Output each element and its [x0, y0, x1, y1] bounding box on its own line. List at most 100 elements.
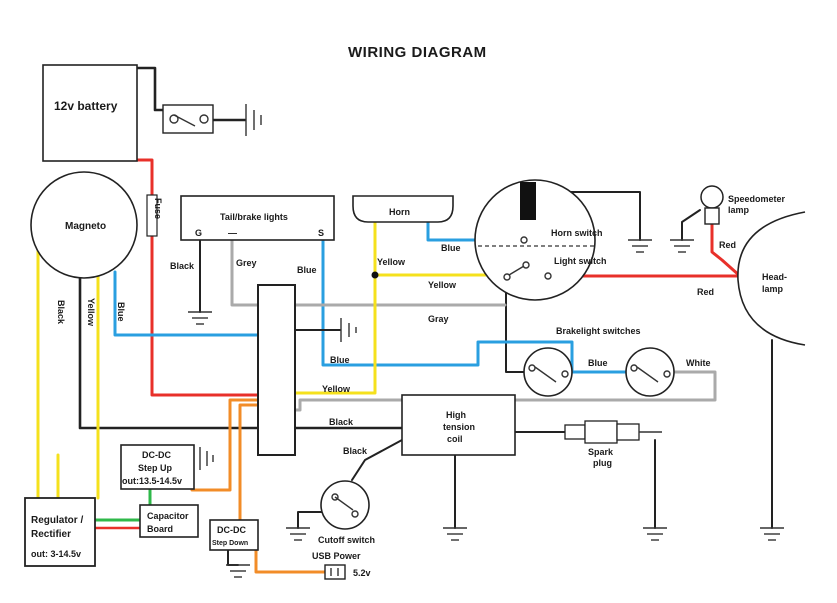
tail-lights-label: Tail/brake lights: [220, 212, 288, 222]
tail-s-terminal: S: [318, 228, 324, 238]
label-red-speedo: Red: [719, 240, 736, 250]
junction-block: [257, 284, 296, 456]
red-wire-battery: [135, 158, 154, 197]
usb-port-icon: [324, 564, 346, 580]
red-wire-speedo: [710, 223, 742, 278]
switch-plunger: [520, 182, 536, 220]
capacitor-label-1: Capacitor: [147, 511, 189, 521]
main-switch-lever: [173, 114, 196, 127]
brakelight-switch-1: [523, 347, 573, 397]
regulator-label-1: Regulator /: [31, 515, 83, 526]
ground-icon-horn-switch: [628, 239, 652, 253]
capacitor-box: [139, 504, 199, 538]
main-switch-contact-b: [199, 114, 209, 124]
red-wire-fuse-to-block: [150, 234, 260, 397]
coil-label-3: coil: [447, 434, 463, 444]
ground-icon-cutoff: [286, 527, 310, 541]
brakelight-switch-2-contact-b: [663, 370, 671, 378]
brakelight-switches-label: Brakelight switches: [556, 326, 641, 336]
speedometer-lamp-label-1: Speedometer: [728, 194, 786, 204]
cutoff-switch-arm: [334, 496, 354, 511]
cutoff-switch-contact-b: [351, 510, 359, 518]
label-blue-horn: Blue: [441, 243, 461, 253]
dcdc-down-ground-wire: [227, 549, 239, 566]
speedo-ground-wire: [681, 209, 701, 241]
black-wire-battery-switch: [135, 66, 172, 112]
spark-plug-label-2: plug: [593, 458, 612, 468]
light-switch-contact-b: [522, 261, 530, 269]
ground-icon-tail: [188, 311, 212, 325]
headlamp-shape: [737, 211, 806, 346]
dcdc-up-box: [120, 444, 195, 490]
ground-icon-speedo: [670, 239, 694, 253]
orange-wire-usb: [254, 548, 327, 574]
brakelight-switch-2: [625, 347, 675, 397]
battery-ground-icon: [245, 104, 262, 136]
magneto-label: Magneto: [65, 221, 106, 232]
orange-wire-dcdc-down: [238, 403, 260, 522]
cutoff-switch-contact-a: [331, 493, 339, 501]
coil-box: [401, 394, 516, 456]
coil-label-1: High: [446, 410, 466, 420]
black-wire-light-loop: [505, 277, 529, 373]
dcdc-down-label-2: Step Down: [212, 540, 248, 547]
horn-switch-label: Horn switch: [551, 228, 603, 238]
label-blue-brake: Blue: [588, 358, 608, 368]
light-switch-contact-c: [544, 272, 552, 280]
label-yellow-low: Yellow: [322, 384, 351, 394]
coil-label-2: tension: [443, 422, 475, 432]
orange-wire-dcdc-up: [190, 398, 260, 492]
label-gray-mid: Gray: [428, 314, 449, 324]
dcdc-down-label-1: DC-DC: [217, 525, 246, 535]
tail-lights-box: [180, 195, 335, 241]
cutoff-switch-label: Cutoff switch: [318, 535, 375, 545]
dcdc-down-box: [209, 519, 259, 551]
speedometer-lamp-base: [704, 207, 720, 225]
label-black-tail: Black: [170, 261, 195, 271]
regulator-label-3: out: 3-14.5v: [31, 549, 81, 559]
headlamp-label-1: Head-: [762, 272, 787, 282]
dcdc-up-label-1: DC-DC: [142, 450, 171, 460]
horn-shape: [352, 195, 454, 223]
spark-plug-icon: [564, 420, 662, 444]
label-black-coil: Black: [329, 417, 354, 427]
battery-label: 12v battery: [54, 99, 118, 113]
ground-icon-headlamp: [760, 527, 784, 541]
label-red-head: Red: [697, 287, 714, 297]
usb-voltage-label: 5.2v: [353, 568, 371, 578]
ground-icon-coil: [443, 527, 467, 541]
capacitor-label-2: Board: [147, 524, 173, 534]
light-switch-contact-a: [503, 273, 511, 281]
brakelight-switch-1-contact-b: [561, 370, 569, 378]
label-black-cutoff: Black: [343, 446, 368, 456]
label-blue-mid: Blue: [330, 355, 350, 365]
speedometer-lamp-bulb: [700, 185, 724, 209]
black-wire-cutoff: [351, 439, 403, 481]
diagram-title: WIRING DIAGRAM: [348, 44, 487, 61]
ground-icon-plug: [643, 527, 667, 541]
gray-wire-tail: [230, 238, 260, 307]
label-mag-blue: Blue: [116, 302, 126, 322]
fuse-label: Fuse: [153, 198, 163, 219]
yellow-wire-horn: [293, 220, 377, 395]
dcdc-up-label-3: out:13.5-14.5v: [122, 476, 182, 486]
battery-box: [42, 64, 138, 162]
usb-power-label: USB Power: [312, 551, 361, 561]
brakelight-switch-2-contact-a: [630, 364, 638, 372]
label-mag-black: Black: [56, 300, 66, 325]
light-switch-label: Light switch: [554, 256, 607, 266]
ground-icon-dcdc-down: [226, 564, 250, 578]
magneto-circle: [30, 171, 138, 279]
light-switch-arm: [508, 265, 525, 276]
label-blue-tail: Blue: [297, 265, 317, 275]
label-yellow-horn: Yellow: [377, 257, 406, 267]
block-ground-icon: [340, 318, 357, 342]
blue-wire-magneto: [113, 270, 260, 337]
brakelight-switch-1-arm: [534, 366, 557, 383]
label-grey-tail: Grey: [236, 258, 257, 268]
brakelight-switch-2-arm: [636, 366, 659, 383]
label-yellow-light: Yellow: [428, 280, 457, 290]
speedometer-lamp-label-2: lamp: [728, 205, 750, 215]
